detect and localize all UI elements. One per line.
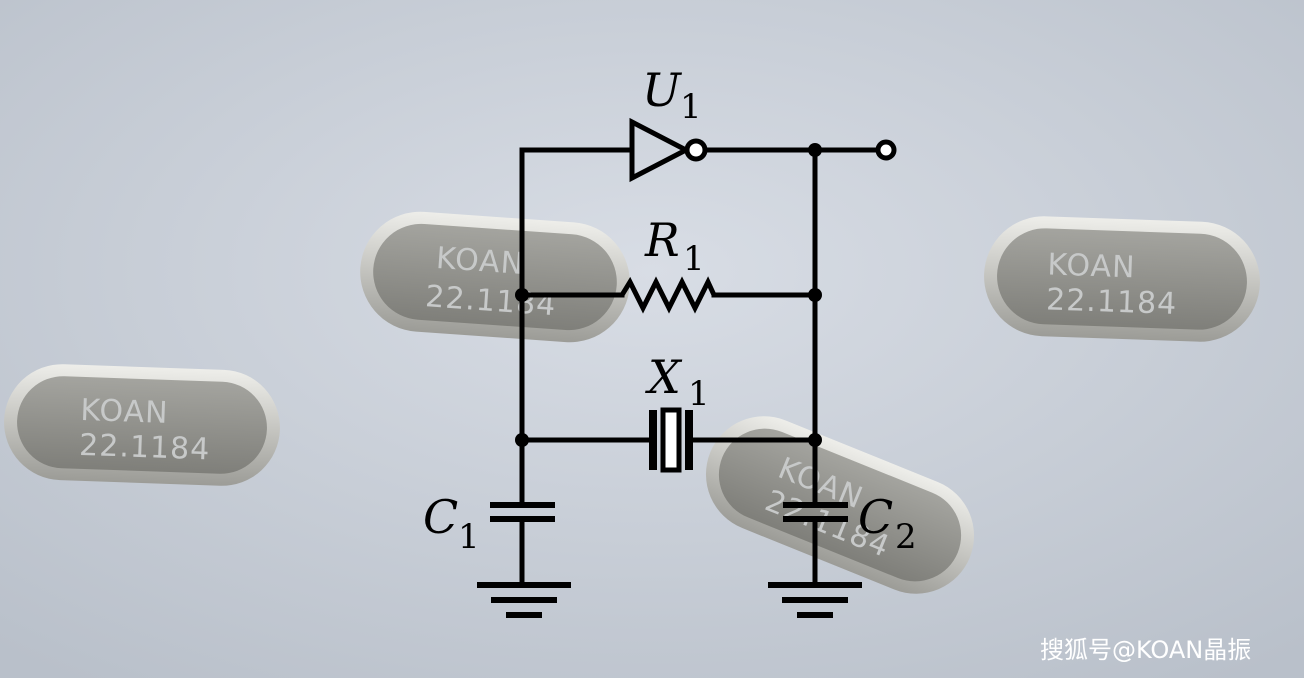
label-u1-main: U: [642, 63, 683, 117]
circuit: [477, 117, 897, 618]
label-c2: C 2: [858, 490, 917, 557]
label-c1-main: C: [423, 490, 458, 544]
resistor-r1: [619, 276, 717, 314]
capacitor-c1: [490, 502, 555, 522]
junction-dot: [515, 288, 529, 302]
label-r1: R 1: [644, 213, 705, 279]
crystal-brand: KOAN: [1047, 247, 1136, 285]
crystal-component-1: KOAN 22.1184: [360, 211, 630, 343]
output-terminal: [875, 139, 897, 161]
junction-dot: [515, 433, 529, 447]
label-r1-main: R: [644, 213, 680, 267]
label-c1: C 1: [423, 490, 480, 557]
capacitor-c2: [783, 502, 848, 522]
label-c2-main: C: [858, 490, 893, 544]
crystal-component-2: KOAN 22.1184: [984, 216, 1260, 342]
junction-dot: [808, 143, 822, 157]
crystal-brand: KOAN: [80, 393, 169, 431]
watermark: 搜狐号@KOAN晶振: [1040, 636, 1251, 664]
label-u1-sub: 1: [680, 87, 702, 127]
label-r1-sub: 1: [683, 239, 705, 279]
crystal-component-3: KOAN 22.1184: [4, 364, 280, 486]
crystal-x1: [649, 407, 693, 473]
label-x1: X 1: [645, 350, 710, 414]
label-u1: U 1: [642, 63, 702, 127]
crystal-brand: KOAN: [435, 241, 525, 282]
label-x1-main: X: [645, 350, 683, 404]
crystal-frequency: 22.1184: [1046, 282, 1178, 322]
crystal-frequency: 22.1184: [79, 428, 211, 468]
ground-symbol-c2: [768, 582, 862, 618]
label-c1-sub: 1: [458, 517, 480, 557]
label-c2-sub: 2: [895, 517, 917, 557]
junction-dot: [808, 433, 822, 447]
junction-dot: [808, 288, 822, 302]
label-x1-sub: 1: [688, 374, 710, 414]
ground-symbol-c1: [477, 582, 571, 618]
